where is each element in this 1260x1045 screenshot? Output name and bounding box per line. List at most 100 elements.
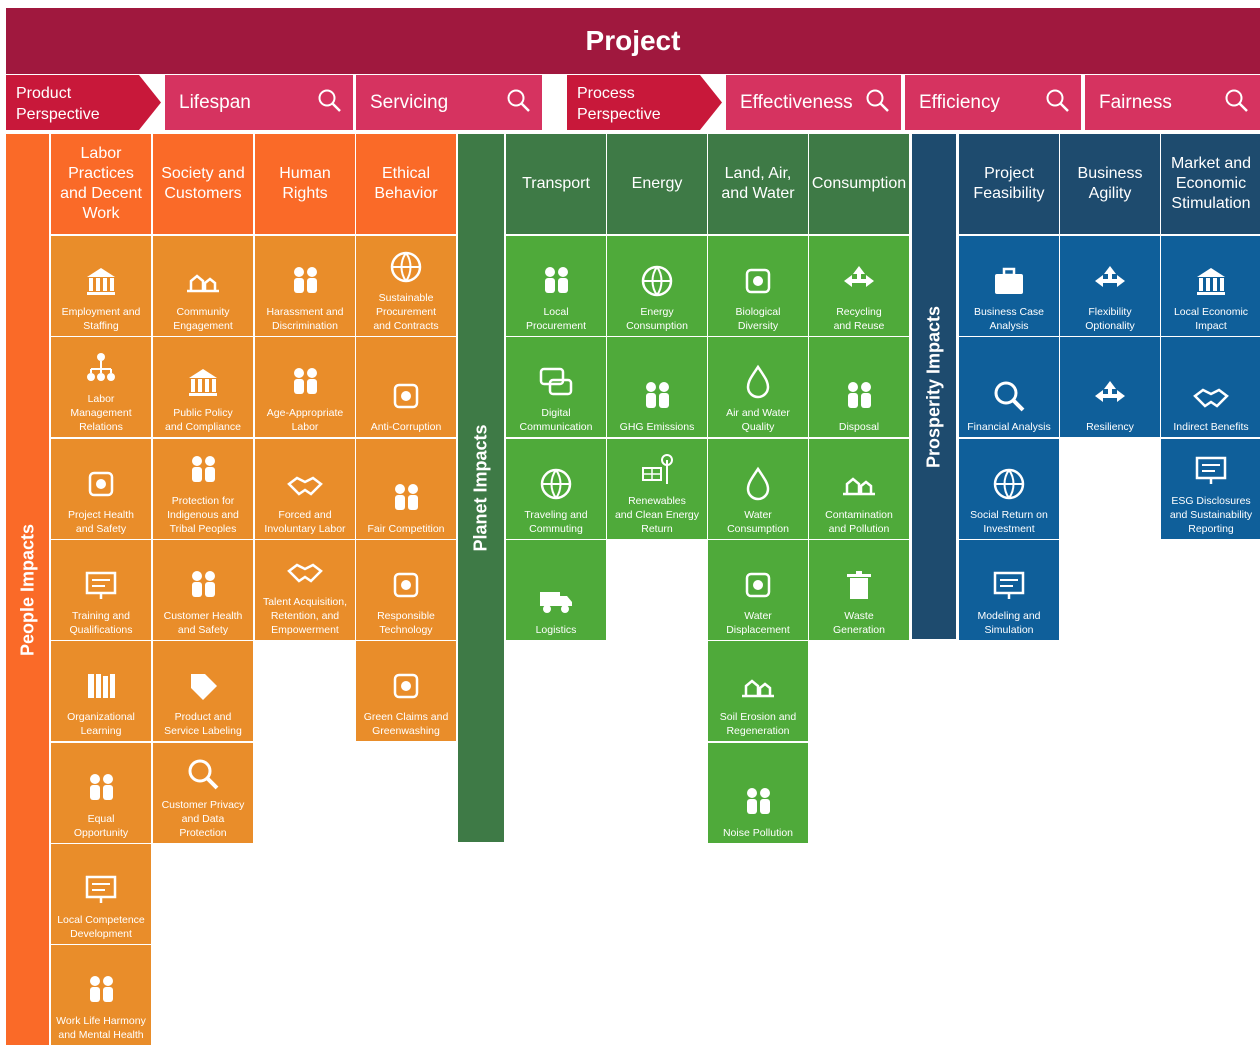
impact-tile-label: Water Consumption [727, 508, 789, 535]
hand-award-icon [1191, 376, 1231, 416]
impact-tile[interactable]: Protection for Indigenous and Tribal Peo… [153, 438, 253, 539]
village-icon [183, 261, 223, 301]
impact-tile[interactable]: Organizational Learning [51, 641, 151, 742]
impact-tile[interactable]: Air and Water Quality [708, 337, 808, 438]
impact-tile[interactable]: ESG Disclosures and Sustainability Repor… [1161, 438, 1260, 539]
impact-tile[interactable]: Project Health and Safety [51, 438, 151, 539]
lifespan-header[interactable]: Lifespan [165, 75, 353, 130]
impact-tile[interactable]: Energy Consumption [607, 236, 707, 336]
impact-tile-label: Harassment and Discrimination [266, 306, 344, 332]
org-building-icon [81, 261, 121, 301]
impact-tile[interactable]: Soil Erosion and Regeneration [708, 641, 808, 742]
process-perspective-text: Process Perspective [577, 85, 661, 123]
impact-tile[interactable]: Resiliency [1060, 337, 1160, 438]
impact-tile[interactable]: GHG Emissions [607, 337, 707, 438]
efficiency-label: Efficiency [919, 91, 1000, 113]
impact-tile[interactable]: Community Engagement [153, 236, 253, 336]
impact-tile[interactable]: Waste Generation [809, 539, 909, 640]
impact-tile[interactable]: Sustainable Procurement and Contracts [356, 236, 456, 336]
impact-tile[interactable]: Age-Appropriate Labor [255, 337, 355, 438]
impact-tile[interactable]: Forced and Involuntary Labor [255, 438, 355, 539]
search-icon[interactable] [506, 88, 532, 114]
impact-tile[interactable]: Traveling and Commuting [506, 438, 606, 539]
biodiversity-icon [738, 261, 778, 301]
water-drop-icon [738, 464, 778, 504]
chip-icon [386, 565, 426, 605]
search-icon[interactable] [317, 88, 343, 114]
impact-tile[interactable]: Training and Qualifications [51, 539, 151, 640]
impact-tile[interactable]: Work Life Harmony and Mental Health [51, 945, 151, 1045]
process-perspective-label: Process Perspective [567, 75, 722, 130]
impact-tile[interactable]: Renewables and Clean Energy Return [607, 438, 707, 539]
servicing-label: Servicing [370, 91, 449, 113]
fairness-label: Fairness [1099, 91, 1172, 113]
impact-tile-label: Recycling and Reuse [833, 306, 885, 332]
tag-icon [183, 666, 223, 706]
people-impacts-label: People Impacts [17, 523, 37, 656]
effectiveness-header[interactable]: Effectiveness [726, 75, 901, 130]
impact-tile[interactable]: Public Policy and Compliance [153, 337, 253, 438]
impact-tile[interactable]: Customer Health and Safety [153, 539, 253, 640]
efficiency-header[interactable]: Efficiency [905, 75, 1081, 130]
impact-tile[interactable]: Labor Management Relations [51, 337, 151, 438]
impact-tile[interactable]: Local Competence Development [51, 843, 151, 944]
impact-tile[interactable]: Water Displacement [708, 539, 808, 640]
impact-tile-label: Financial Analysis [967, 421, 1051, 434]
prosperity-impacts-bar: Prosperity Impacts [912, 134, 956, 639]
impact-tile[interactable]: Flexibility Optionality [1060, 236, 1160, 336]
impact-tile-label: Green Claims and Greenwashing [363, 711, 449, 738]
chained-hands-icon [285, 464, 325, 504]
fairness-header[interactable]: Fairness [1085, 75, 1260, 130]
impact-tile[interactable]: Disposal [809, 337, 909, 438]
impact-tile[interactable]: Responsible Technology [356, 539, 456, 640]
impact-tile[interactable]: Local Procurement [506, 236, 606, 336]
product-perspective-label: Product Perspective [6, 75, 161, 130]
impact-tile[interactable]: Indirect Benefits [1161, 337, 1260, 438]
impact-tile[interactable]: Water Consumption [708, 438, 808, 539]
impact-tile[interactable]: Digital Communication [506, 337, 606, 438]
loud-person-icon [738, 782, 778, 822]
category-header: Business Agility [1060, 134, 1160, 234]
org-chart-icon [81, 348, 121, 388]
impact-tile[interactable]: Logistics [506, 539, 606, 640]
impact-tile[interactable]: Equal Opportunity [51, 742, 151, 843]
impact-tile[interactable]: Customer Privacy and Data Protection [153, 742, 253, 843]
search-icon[interactable] [1224, 88, 1250, 114]
impact-tile[interactable]: Harassment and Discrimination [255, 236, 355, 336]
planet-impacts-label: Planet Impacts [470, 424, 491, 552]
impact-tile[interactable]: Employment and Staffing [51, 236, 151, 336]
juggler-icon [81, 970, 121, 1010]
impact-tile[interactable]: Contamination and Pollution [809, 438, 909, 539]
erosion-icon [738, 666, 778, 706]
category-header: Human Rights [255, 134, 355, 234]
folder-search-icon [183, 754, 223, 794]
impact-tile[interactable]: Talent Acquisition, Retention, and Empow… [255, 539, 355, 640]
business-people-icon [386, 478, 426, 518]
impact-tile[interactable]: Modeling and Simulation [959, 539, 1059, 640]
impact-tile-label: Local Competence Development [57, 913, 145, 940]
impact-tile-label: Air and Water Quality [726, 407, 790, 434]
impact-tile[interactable]: Noise Pollution [708, 742, 808, 843]
impact-tile[interactable]: Local Economic Impact [1161, 236, 1260, 336]
category-header: Market and Economic Stimulation [1161, 134, 1260, 234]
chat-bubbles-icon [536, 362, 576, 402]
impact-tile[interactable]: Biological Diversity [708, 236, 808, 336]
servicing-header[interactable]: Servicing [356, 75, 542, 130]
lifespan-label: Lifespan [179, 91, 251, 113]
search-icon[interactable] [1045, 88, 1071, 114]
impact-tile[interactable]: Green Claims and Greenwashing [356, 641, 456, 742]
handshake-icon [285, 551, 325, 591]
impact-tile-label: Public Policy and Compliance [165, 407, 241, 434]
child-labor-icon [285, 362, 325, 402]
impact-tile-label: Logistics [535, 623, 577, 636]
impact-tile[interactable]: Product and Service Labeling [153, 641, 253, 742]
impact-tile-label: Resiliency [1086, 421, 1134, 434]
impact-tile[interactable]: Recycling and Reuse [809, 236, 909, 336]
impact-tile[interactable]: Anti-Corruption [356, 337, 456, 438]
impact-tile[interactable]: Fair Competition [356, 438, 456, 539]
impact-tile[interactable]: Financial Analysis [959, 337, 1059, 438]
search-icon[interactable] [865, 88, 891, 114]
impact-tile-label: Training and Qualifications [69, 609, 133, 636]
impact-tile[interactable]: Social Return on Investment [959, 438, 1059, 539]
impact-tile[interactable]: Business Case Analysis [959, 236, 1059, 336]
